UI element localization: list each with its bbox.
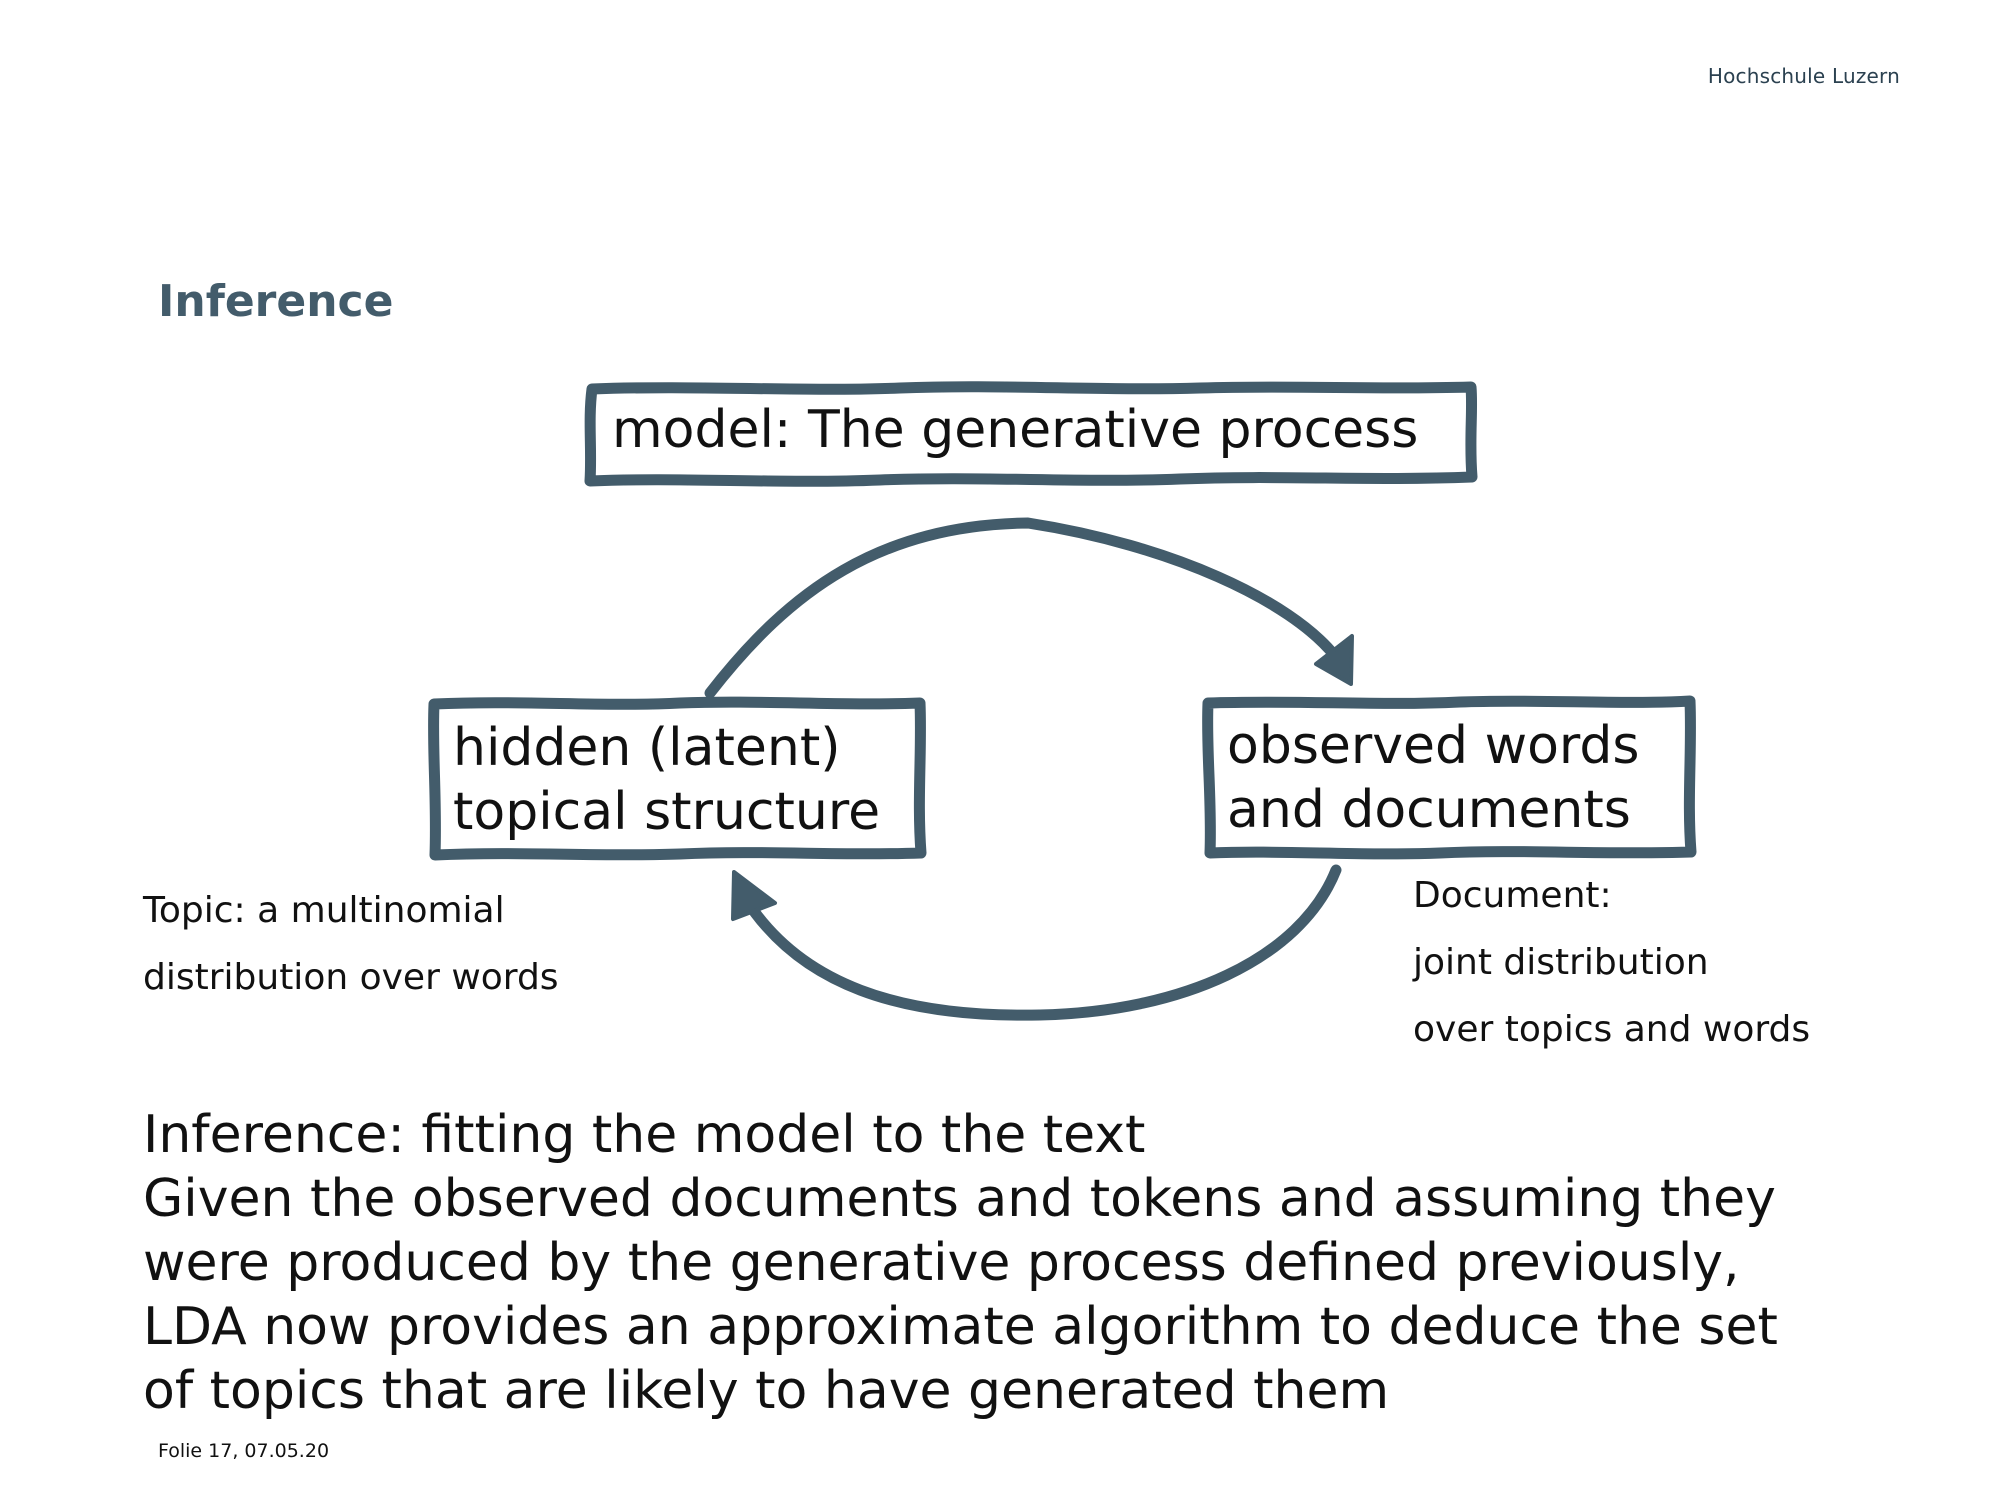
model-box-label: model: The generative process [612,400,1419,460]
slide-title: Inference [158,276,394,327]
explanation-line-4: LDA now provides an approximate algorith… [143,1297,1778,1357]
observed-words-line-1: observed words [1227,716,1640,776]
document-note-line-2: joint distribution [1413,942,1709,983]
infer-arrow [739,864,1342,1021]
hidden-structure-line-2: topical structure [453,782,881,842]
hidden-structure-box-label: hidden (latent) topical structure [453,716,880,844]
document-note: Document: joint distribution over topics… [1413,862,1810,1063]
document-note-line-3: over topics and words [1413,1009,1811,1050]
generate-arrow [704,517,1341,699]
infer-arrowhead [731,870,777,921]
explanation-line-5: of topics that are likely to have genera… [143,1361,1390,1421]
topic-note-line-2: distribution over words [143,957,559,998]
model-box-frame [584,381,1478,487]
generate-arrowhead [1314,634,1354,686]
explanation-line-2: Given the observed documents and tokens … [143,1169,1776,1229]
institution-logo: Hochschule Luzern [1707,64,1900,88]
topic-note: Topic: a multinomial distribution over w… [143,877,559,1011]
document-note-line-1: Document: [1413,875,1612,916]
inference-explanation: Inference: fitting the model to the text… [143,1103,1923,1423]
explanation-line-1: Inference: fitting the model to the text [143,1105,1146,1165]
slide-footer: Folie 17, 07.05.20 [158,1440,330,1462]
hidden-structure-line-1: hidden (latent) [453,718,841,778]
observed-words-line-2: and documents [1227,780,1631,840]
explanation-line-3: were produced by the generative process … [143,1233,1740,1293]
hidden-structure-box-frame [428,696,927,861]
observed-words-box-label: observed words and documents [1227,714,1640,842]
observed-words-box-frame [1202,695,1697,860]
topic-note-line-1: Topic: a multinomial [143,890,505,931]
